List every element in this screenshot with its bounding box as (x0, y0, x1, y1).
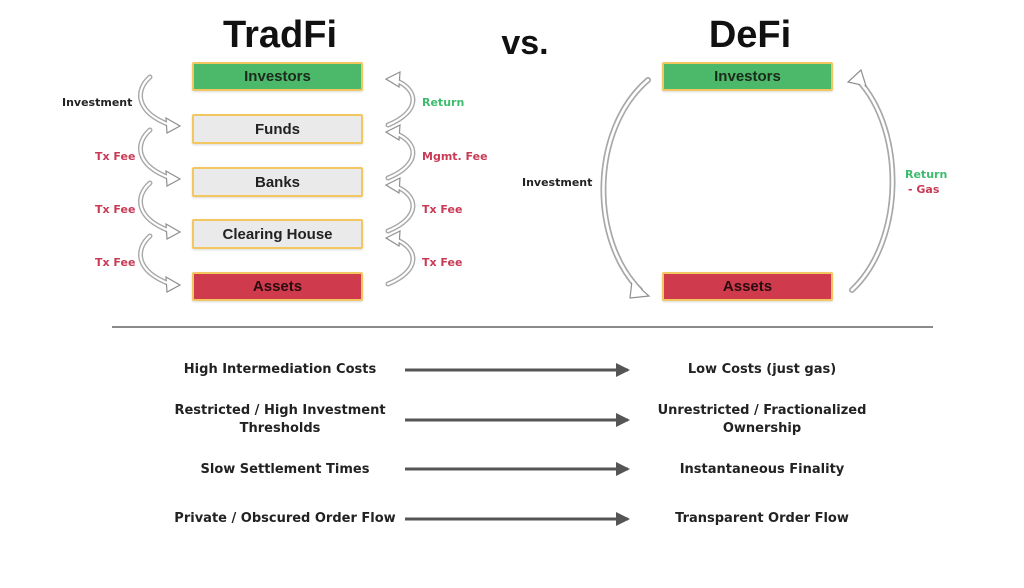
defi-point-1: Low Costs (just gas) (687, 362, 837, 377)
tradfi-investors-box: Investors (192, 62, 363, 91)
tradfi-funds-box: Funds (192, 114, 363, 144)
tradfi-left-fee-label-1: Tx Fee (95, 150, 136, 163)
tradfi-point-3: Slow Settlement Times (200, 462, 370, 477)
defi-investors-box: Investors (662, 62, 833, 91)
tradfi-left-fee-label-3: Tx Fee (95, 256, 136, 269)
tradfi-point-4: Private / Obscured Order Flow (174, 511, 396, 526)
tradfi-banks-box: Banks (192, 167, 363, 197)
tradfi-right-fee-label-2: Tx Fee (422, 256, 463, 269)
tradfi-assets-box: Assets (192, 272, 363, 301)
tradfi-title: TradFi (222, 14, 338, 56)
defi-assets-box: Assets (662, 272, 833, 301)
defi-return-label: Return (905, 168, 948, 181)
tradfi-mgmt-fee-label: Mgmt. Fee (422, 150, 488, 163)
defi-investment-label: Investment (522, 176, 593, 189)
section-divider (112, 326, 933, 328)
defi-point-4: Transparent Order Flow (675, 511, 849, 526)
defi-gas-label: - Gas (908, 183, 940, 196)
tradfi-point-1: High Intermediation Costs (183, 362, 377, 377)
tradfi-clearing-house-box: Clearing House (192, 219, 363, 249)
defi-point-2: Unrestricted / Fractionalized Ownership (657, 403, 867, 436)
tradfi-return-label: Return (422, 96, 465, 109)
defi-investment-arrow (600, 77, 651, 293)
tradfi-point-2: Restricted / High Investment Thresholds (174, 403, 386, 436)
defi-title: DeFi (708, 14, 792, 56)
tradfi-right-fee-label-1: Tx Fee (422, 203, 463, 216)
tradfi-investment-label: Investment (62, 96, 133, 109)
defi-return-arrow (849, 77, 896, 293)
vs-title: vs. (501, 24, 549, 62)
comparison-arrows (405, 363, 630, 526)
tradfi-left-fee-label-2: Tx Fee (95, 203, 136, 216)
defi-point-3: Instantaneous Finality (679, 462, 845, 477)
